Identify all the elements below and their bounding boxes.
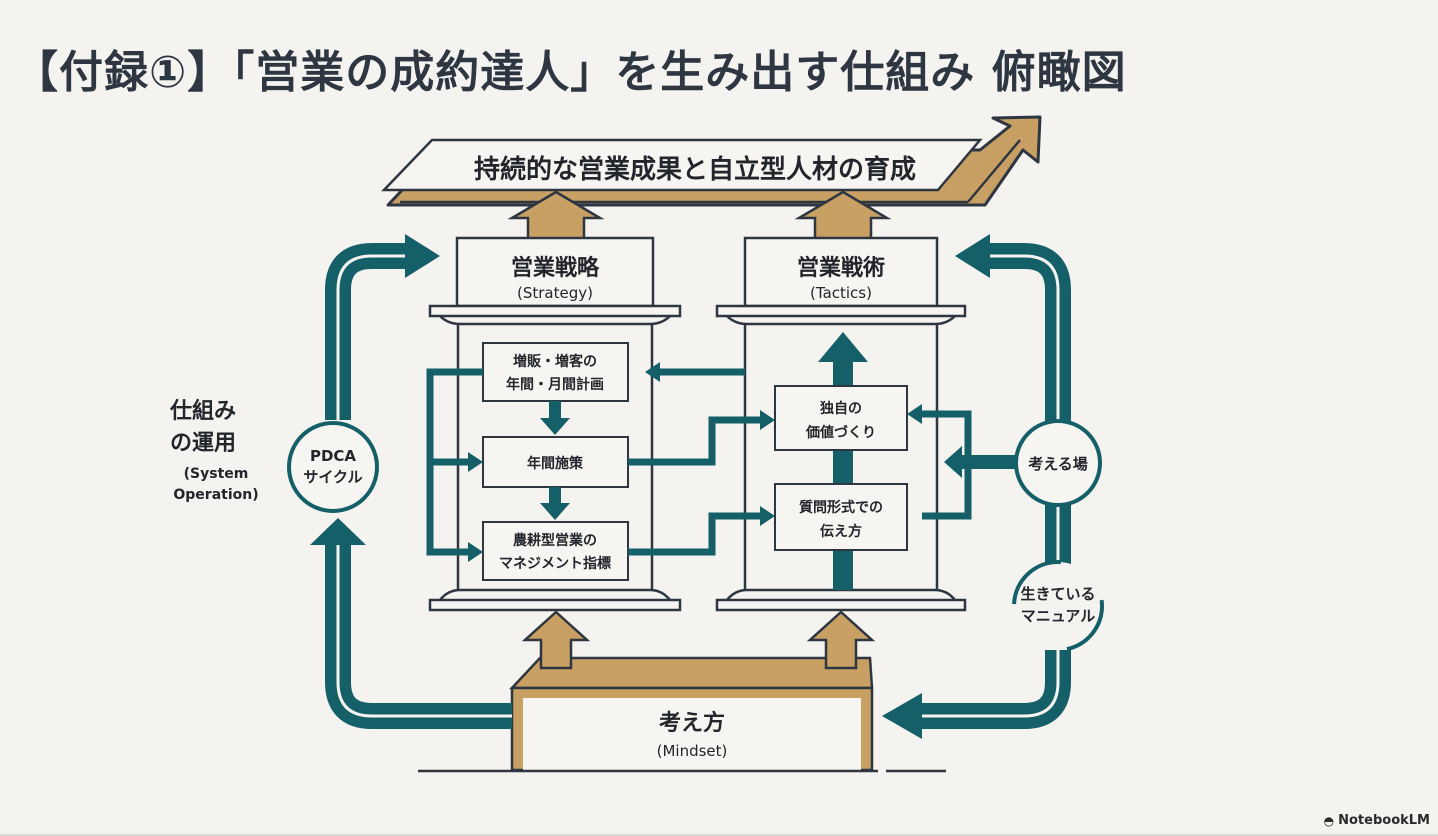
svg-text:の運用: の運用 [170, 431, 236, 456]
tactics-title: 営業戦術 [797, 255, 885, 281]
goal-ribbon [381, 138, 983, 192]
svg-text:年間・月間計画: 年間・月間計画 [506, 376, 604, 393]
svg-text:質問形式での: 質問形式での [799, 499, 883, 516]
svg-text:農耕型営業の: 農耕型営業の [513, 532, 597, 549]
mindset-subtitle: (Mindset) [657, 742, 728, 760]
goal-banner: 持続的な営業成果と自立型人材の育成 [381, 115, 1042, 207]
right-arrow-icon [468, 542, 483, 562]
mindset-to-strategy-arrow [521, 610, 591, 670]
svg-text:独自の: 独自の [820, 400, 862, 417]
left-arrow-icon [955, 234, 990, 278]
operation-cycle: PDCA サイクル 考える場 生きている マニュアル [287, 234, 1104, 739]
right-arrow-icon [468, 452, 483, 472]
svg-text:マニュアル: マニュアル [1021, 607, 1096, 625]
tactics-base [715, 598, 967, 612]
svg-text:Operation): Operation) [173, 487, 258, 503]
right-arrow-icon [760, 506, 775, 526]
tactics-to-goal-arrow [794, 190, 892, 242]
right-arrow-icon [405, 234, 440, 278]
strategy-base [428, 598, 682, 612]
left-arrow-icon [645, 362, 660, 382]
svg-text:生きている: 生きている [1020, 585, 1095, 603]
svg-text:年間施策: 年間施策 [527, 455, 584, 472]
notebooklm-logo-icon: ◓ [1323, 813, 1335, 828]
mindset-foundation: 考え方 (Mindset) [418, 610, 968, 773]
footer-brand: ◓ NotebookLM [1324, 813, 1430, 828]
left-arrow-icon [907, 404, 922, 424]
living-manual-node [1012, 560, 1104, 652]
tactics-pillar: 営業戦術 (Tactics) 独自の 価値づくり 質問形式での 伝え方 [628, 236, 1018, 612]
mindset-to-tactics-arrow [806, 610, 876, 670]
strategy-pillar: 営業戦略 (Strategy) 増販・増客の 年間・月間計画 年間施策 農耕型営… [426, 236, 682, 612]
left-arrow-icon [944, 446, 962, 478]
goal-banner-label: 持続的な営業成果と自立型人材の育成 [474, 154, 916, 185]
tactics-header-box [743, 236, 939, 308]
page-title: 【付録①】「営業の成約達人」を生み出す仕組み 俯瞰図 [14, 47, 1127, 98]
brand-label: NotebookLM [1338, 813, 1430, 828]
tactics-capital [715, 304, 967, 318]
strategy-title: 営業戦略 [511, 255, 600, 281]
svg-text:価値づくり: 価値づくり [805, 424, 876, 441]
svg-text:仕組み: 仕組み [169, 398, 236, 424]
thinking-place-node [1014, 419, 1102, 507]
down-arrow-icon [540, 401, 570, 435]
footer-divider [0, 834, 1438, 836]
tactics-subtitle: (Tactics) [810, 284, 872, 302]
tactics-step-question-style [774, 483, 908, 551]
pdca-cycle-node [287, 421, 379, 513]
strategy-header-box [455, 236, 655, 308]
right-arrow-icon [760, 410, 775, 430]
tactics-step-unique-value [774, 385, 908, 451]
down-arrow-icon [540, 487, 570, 520]
left-arrow-icon [882, 693, 922, 739]
svg-text:サイクル: サイクル [303, 468, 362, 486]
up-arrow-icon [310, 518, 366, 545]
strategy-to-goal-arrow [507, 190, 605, 242]
svg-text:(System: (System [184, 466, 249, 482]
svg-text:増販・増客の: 増販・増客の [513, 353, 597, 370]
mindset-title: 考え方 [659, 710, 725, 736]
strategy-step-annual-plan [482, 342, 629, 402]
system-operation-label: 仕組み の運用 (System Operation) [169, 398, 259, 503]
svg-text:伝え方: 伝え方 [820, 523, 862, 540]
strategy-step-management-kpi [482, 521, 629, 581]
up-arrow-icon [818, 332, 868, 362]
svg-text:PDCA: PDCA [310, 447, 356, 465]
strategy-subtitle: (Strategy) [517, 284, 593, 302]
strategy-capital [428, 304, 682, 318]
svg-text:考える場: 考える場 [1028, 455, 1088, 473]
svg-text:マネジメント指標: マネジメント指標 [499, 555, 611, 572]
